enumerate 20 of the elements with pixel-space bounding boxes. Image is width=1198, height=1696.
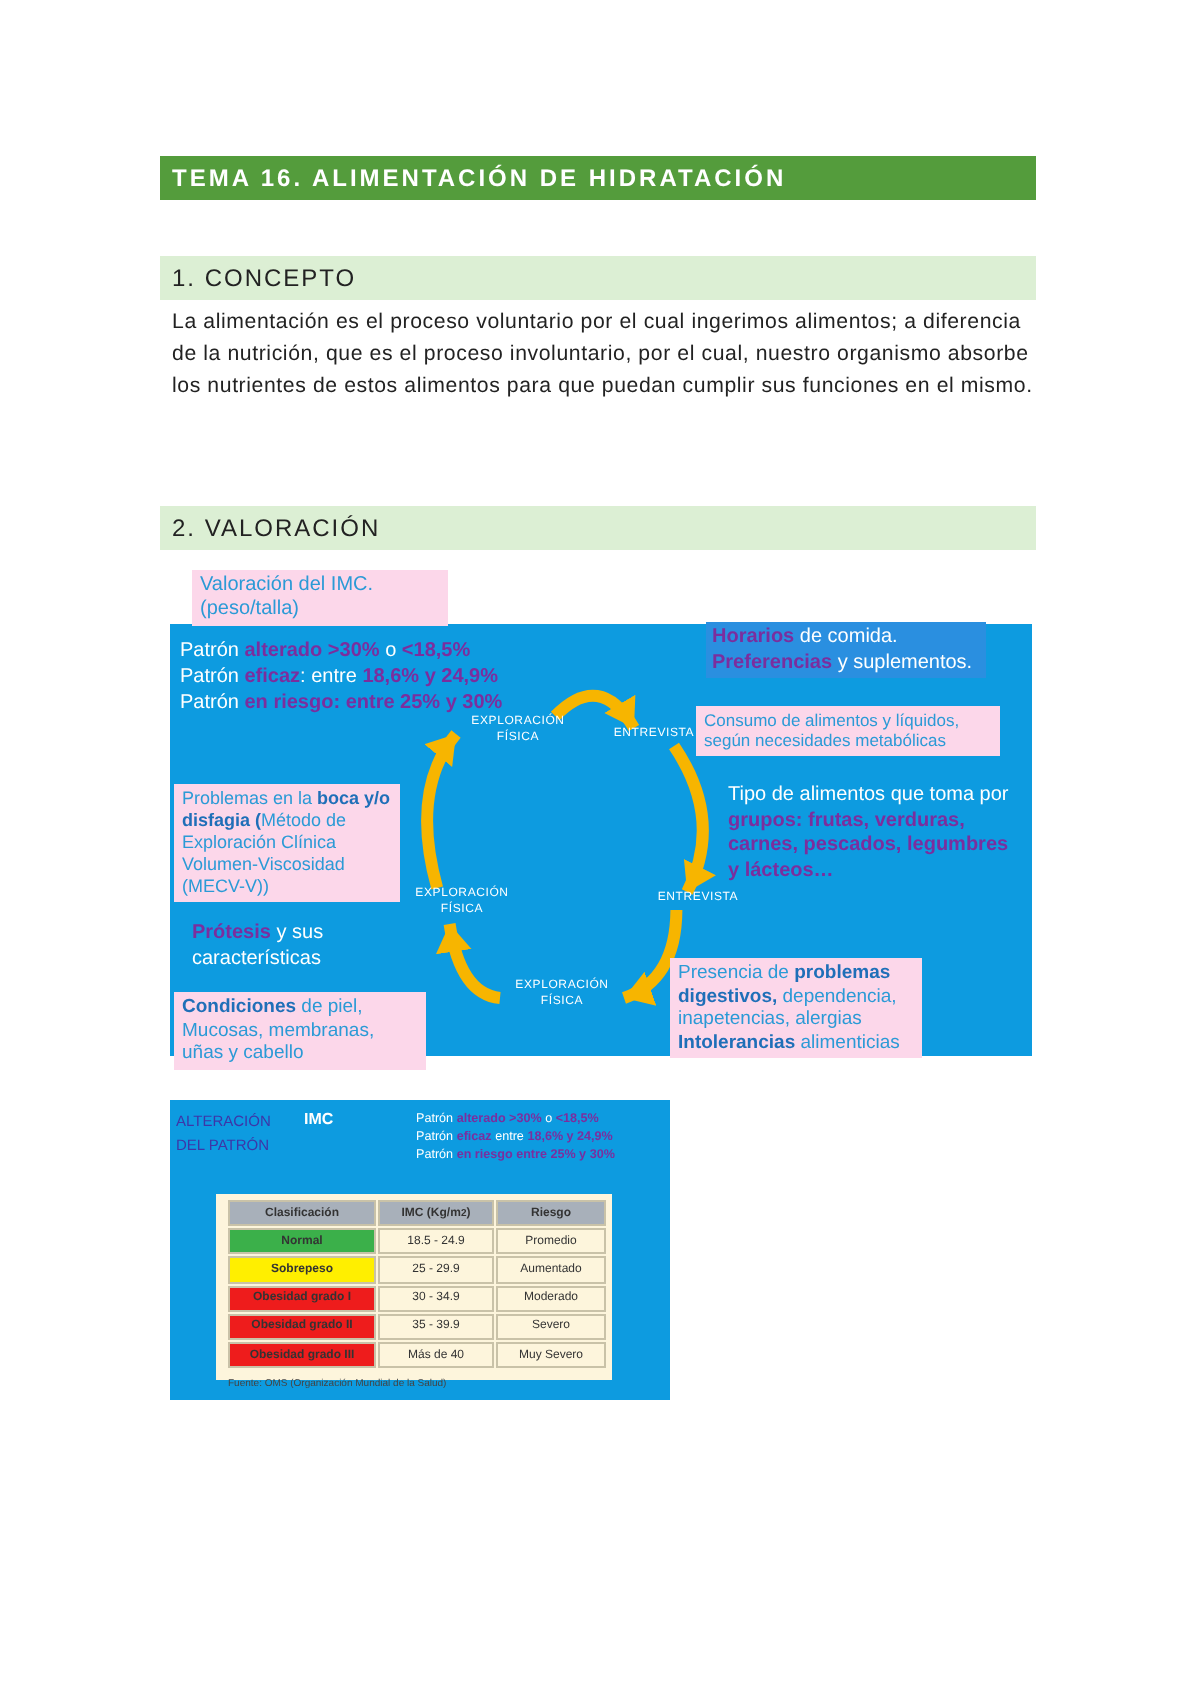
note-text: Tipo de alimentos que toma por grupos: frutas, verduras, carnes, pescados, legumbres y lácteos… <box>728 784 1011 884</box>
note-text: Patrón en riesgo: entre 25% y 30% <box>180 692 503 714</box>
note-box: Presencia de problemas digestivos, dependencia, inapetencias, alergias Intolerancias alimenticias <box>670 958 922 1059</box>
section-heading: 1. CONCEPTO <box>160 256 1036 300</box>
note-text: Prótesis y sus características <box>192 922 326 972</box>
cycle-arrow <box>668 742 716 895</box>
cycle-arrow <box>551 689 640 732</box>
note-box: Problemas en la boca y/o disfagia (Método de Exploración Clínica Volumen-Viscosidad (MECV-V)) <box>174 784 400 902</box>
panel-heading: IMC <box>304 1110 336 1130</box>
cycle-arrow <box>621 909 683 1005</box>
note-box: Consumo de alimentos y líquidos, según necesidades metabólicas <box>696 706 1000 756</box>
note-box: Horarios de comida. Preferencias y suplementos. <box>706 622 986 678</box>
section-heading: 2. VALORACIÓN <box>160 506 1036 550</box>
note-box: Valoración del IMC. (peso/talla) <box>192 570 448 627</box>
paragraph: La alimentación es el proceso voluntario por el cual ingerimos alimentos; a diferencia de la nutrición, que es el proceso involuntario, por el cual, nuestro organismo absorbe los nutrientes de estos alimentos para que puedan cumplir sus funciones en el mismo. <box>172 308 1035 402</box>
note-text: Patrón alterado >30% o <18,5% <box>180 640 473 665</box>
cycle-arrow <box>421 730 461 890</box>
note-box: Condiciones de piel, Mucosas, membranas, uñas y cabello <box>174 992 426 1070</box>
note-text: Patrón eficaz: entre 18,6% y 24,9% <box>180 666 501 691</box>
title-bar: TEMA 16. ALIMENTACIÓN DE HIDRATACIÓN <box>160 156 1036 200</box>
